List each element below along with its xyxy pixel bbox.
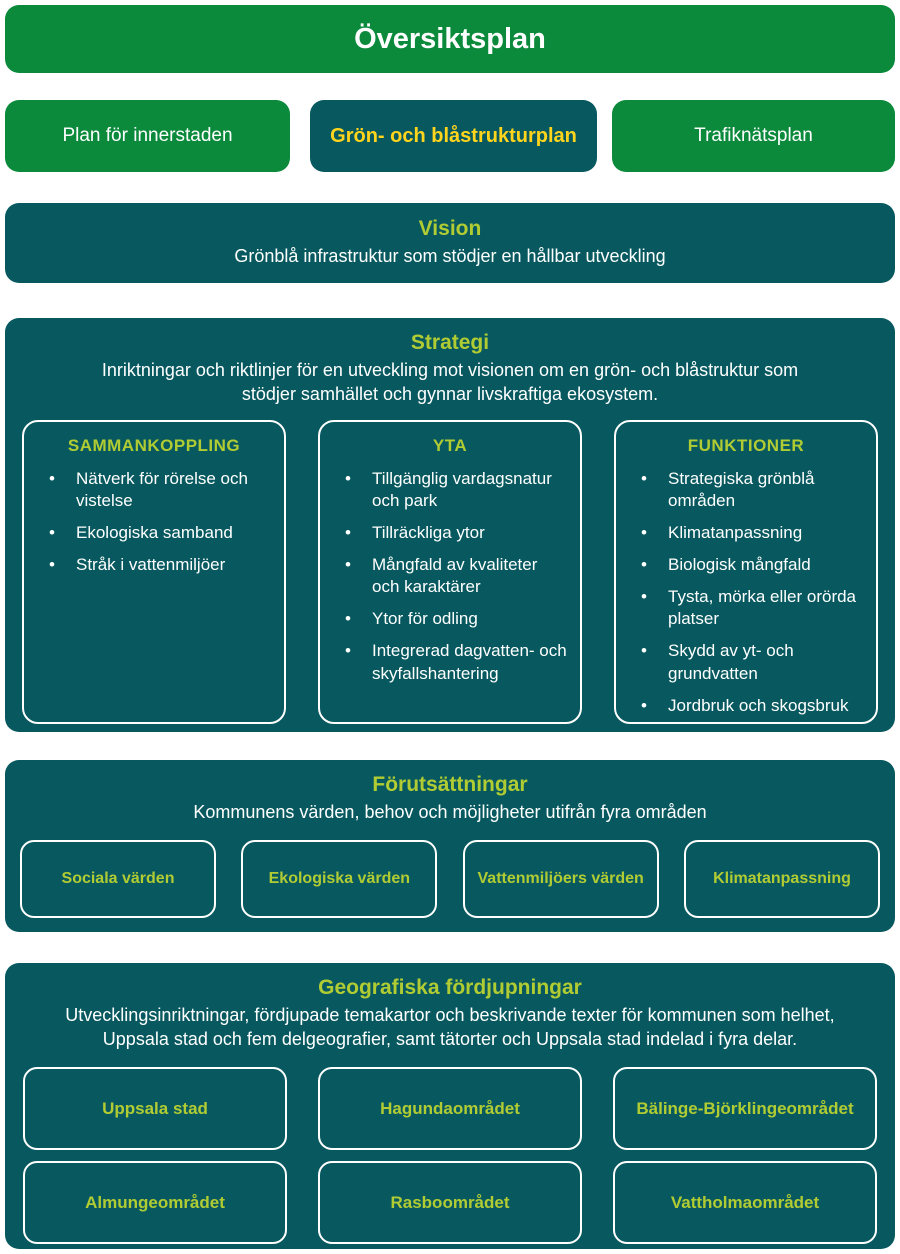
geo-box-hagundaomradet[interactable]: Hagundaområdet	[318, 1066, 582, 1150]
conditions-title: Förutsättningar	[372, 773, 528, 796]
geo-box-vattholmaomradet[interactable]: Vattholmaområdet	[613, 1160, 877, 1244]
strategy-column-yta: YTA Tillgänglig vardagsnatur och park Ti…	[318, 419, 582, 724]
condition-box-ekologiska-varden[interactable]: Ekologiska värden	[241, 839, 438, 918]
vision-subtitle: Grönblå infrastruktur som stödjer en hål…	[234, 246, 666, 267]
conditions-boxes: Sociala värden Ekologiska värden Vattenm…	[5, 839, 895, 918]
geography-boxes: Uppsala stad Hagundaområdet Bälinge-Björ…	[5, 1066, 895, 1244]
list-item: Klimatanpassning	[616, 522, 864, 544]
tab-plan-innerstaden[interactable]: Plan för innerstaden	[5, 100, 290, 172]
list-item: Nätverk för rörelse och vistelse	[24, 468, 272, 512]
list-item: Tillräckliga ytor	[320, 522, 568, 544]
geo-box-rasboomradet[interactable]: Rasboområdet	[318, 1160, 582, 1244]
list-item: Ekologiska samband	[24, 522, 272, 544]
conditions-subtitle: Kommunens värden, behov och möjligheter …	[193, 802, 707, 822]
strategy-column-title: YTA	[432, 435, 468, 455]
geography-title: Geografiska fördjupningar	[318, 976, 582, 999]
strategy-column-title: SAMMANKOPPLING	[67, 435, 241, 455]
list-item: Jordbruk och skogsbruk	[616, 695, 864, 717]
geo-box-uppsala-stad[interactable]: Uppsala stad	[23, 1066, 287, 1150]
list-item: Ytor för odling	[320, 608, 568, 630]
list-item: Biologisk mångfald	[616, 554, 864, 576]
strategy-column-list: Strategiska grönblå områden Klimatanpass…	[616, 468, 876, 717]
section-geografiska-fordjupningar: Geografiska fördjupningar Utvecklingsinr…	[5, 963, 895, 1249]
section-vision: Vision Grönblå infrastruktur som stödjer…	[5, 203, 895, 283]
strategy-column-sammankoppling: SAMMANKOPPLING Nätverk för rörelse och v…	[22, 419, 286, 724]
list-item: Stråk i vattenmiljöer	[24, 554, 272, 576]
condition-box-klimatanpassning[interactable]: Klimatanpassning	[683, 839, 880, 918]
geography-subtitle: Utvecklingsinriktningar, fördjupade tema…	[65, 1005, 835, 1049]
condition-box-vattenmiljoers-varden[interactable]: Vattenmiljöers värden	[462, 839, 659, 918]
condition-box-sociala-varden[interactable]: Sociala värden	[20, 839, 216, 918]
list-item: Integrerad dagvatten- och skyfallshanter…	[320, 640, 568, 684]
geo-box-almungeomradet[interactable]: Almungeområdet	[23, 1160, 287, 1244]
vision-title: Vision	[418, 217, 482, 241]
tab-gron-och-blastrukturplan[interactable]: Grön- och blåstrukturplan	[310, 100, 597, 172]
tab-label-active: Grön- och blåstrukturplan	[330, 124, 577, 147]
section-forutsattningar: Förutsättningar Kommunens värden, behov …	[5, 760, 895, 932]
strategy-column-funktioner: FUNKTIONER Strategiska grönblå områden K…	[614, 419, 878, 724]
strategy-columns: SAMMANKOPPLING Nätverk för rörelse och v…	[5, 419, 895, 724]
tab-label: Trafiknätsplan	[694, 125, 813, 146]
header-overview-plan: Översiktsplan	[5, 5, 895, 73]
section-strategy: Strategi Inriktningar och riktlinjer för…	[5, 318, 895, 732]
list-item: Mångfald av kvaliteter och karaktärer	[320, 554, 568, 598]
list-item: Tillgänglig vardagsnatur och park	[320, 468, 568, 512]
page-title: Översiktsplan	[354, 22, 546, 55]
strategy-column-list: Nätverk för rörelse och vistelse Ekologi…	[24, 468, 284, 576]
tab-label: Plan för innerstaden	[62, 125, 233, 146]
tab-trafiknatsplan[interactable]: Trafiknätsplan	[612, 100, 895, 172]
strategy-column-title: FUNKTIONER	[687, 435, 805, 455]
geo-box-balinge-bjorklingeomradet[interactable]: Bälinge-Björklingeområdet	[613, 1066, 877, 1150]
strategy-subtitle: Inriktningar och riktlinjer för en utvec…	[101, 360, 799, 404]
strategy-title: Strategi	[410, 331, 490, 354]
list-item: Tysta, mörka eller orörda platser	[616, 586, 864, 630]
list-item: Strategiska grönblå områden	[616, 468, 864, 512]
strategy-column-list: Tillgänglig vardagsnatur och park Tillrä…	[320, 468, 580, 685]
list-item: Skydd av yt- och grundvatten	[616, 640, 864, 684]
